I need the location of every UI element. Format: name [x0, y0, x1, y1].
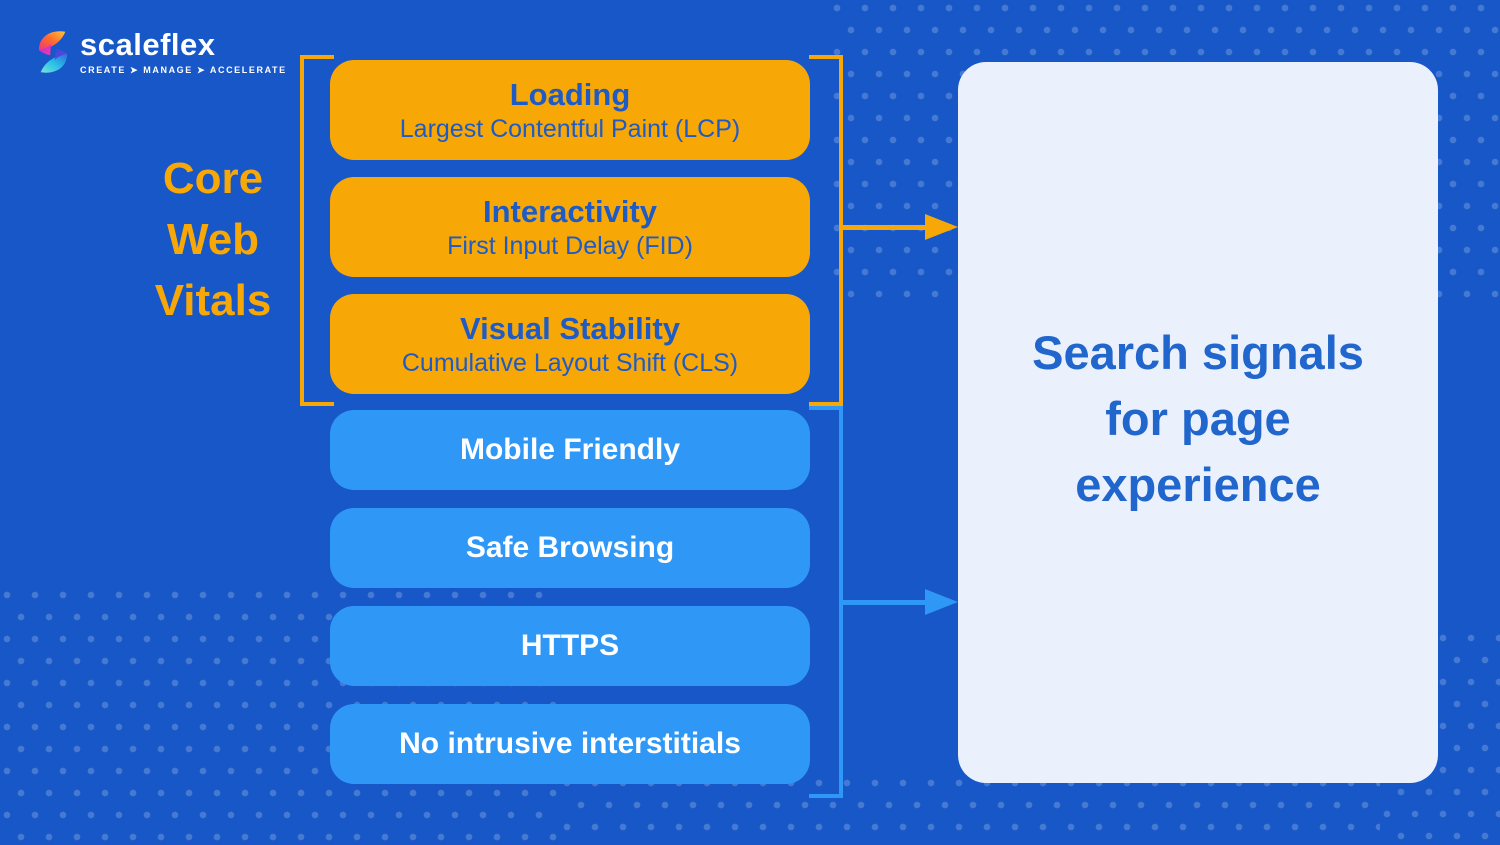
signal-label: No intrusive interstitials	[399, 727, 741, 760]
core-vitals-bracket-right	[809, 55, 843, 406]
signal-box-https: HTTPS	[330, 606, 810, 686]
vital-title: Loading	[509, 77, 631, 112]
signal-label: Safe Browsing	[465, 531, 675, 564]
core-label-line-2: Web	[166, 215, 260, 264]
vital-subtitle: First Input Delay (FID)	[447, 232, 693, 260]
vital-subtitle: Cumulative Layout Shift (CLS)	[401, 349, 739, 377]
vital-box-visual-stability: Visual Stability Cumulative Layout Shift…	[330, 294, 810, 394]
core-label-line-3: Vitals	[154, 276, 272, 325]
dot-pattern-bottom	[560, 775, 1380, 845]
arrow-line	[843, 600, 927, 605]
vital-box-interactivity: Interactivity First Input Delay (FID)	[330, 177, 810, 277]
search-signals-panel: Search signals for page experience	[958, 62, 1438, 783]
signal-box-no-intrusive-interstitials: No intrusive interstitials	[330, 704, 810, 784]
brand-name: scaleflex	[80, 27, 216, 62]
scaleflex-s-icon	[38, 31, 68, 73]
vital-subtitle: Largest Contentful Paint (LCP)	[399, 115, 741, 143]
search-signals-line-3: experience	[1075, 457, 1321, 511]
other-signals-bracket-right	[809, 406, 843, 798]
vital-box-loading: Loading Largest Contentful Paint (LCP)	[330, 60, 810, 160]
arrow-head-icon	[925, 589, 958, 615]
vital-title: Interactivity	[482, 194, 657, 229]
brand-tagline: CREATE ➤ MANAGE ➤ ACCELERATE	[80, 65, 287, 75]
signal-label: HTTPS	[520, 629, 620, 662]
signal-label: Mobile Friendly	[459, 433, 681, 466]
scaleflex-logo: scaleflex CREATE ➤ MANAGE ➤ ACCELERATE	[36, 28, 287, 76]
vital-title: Visual Stability	[460, 311, 680, 346]
core-label-line-1: Core	[162, 154, 264, 203]
arrow-line	[843, 225, 927, 230]
arrow-head-icon	[925, 214, 958, 240]
signal-box-safe-browsing: Safe Browsing	[330, 508, 810, 588]
search-signals-title: Search signals for page experience	[1032, 320, 1364, 526]
search-signals-line-1: Search signals	[1032, 325, 1364, 379]
search-signals-line-2: for page	[1105, 391, 1291, 445]
signal-box-mobile-friendly: Mobile Friendly	[330, 410, 810, 490]
logo-wordmark: scaleflex CREATE ➤ MANAGE ➤ ACCELERATE	[80, 28, 287, 76]
core-vitals-bracket-left	[300, 55, 334, 406]
core-web-vitals-label: Core Web Vitals	[118, 148, 308, 331]
